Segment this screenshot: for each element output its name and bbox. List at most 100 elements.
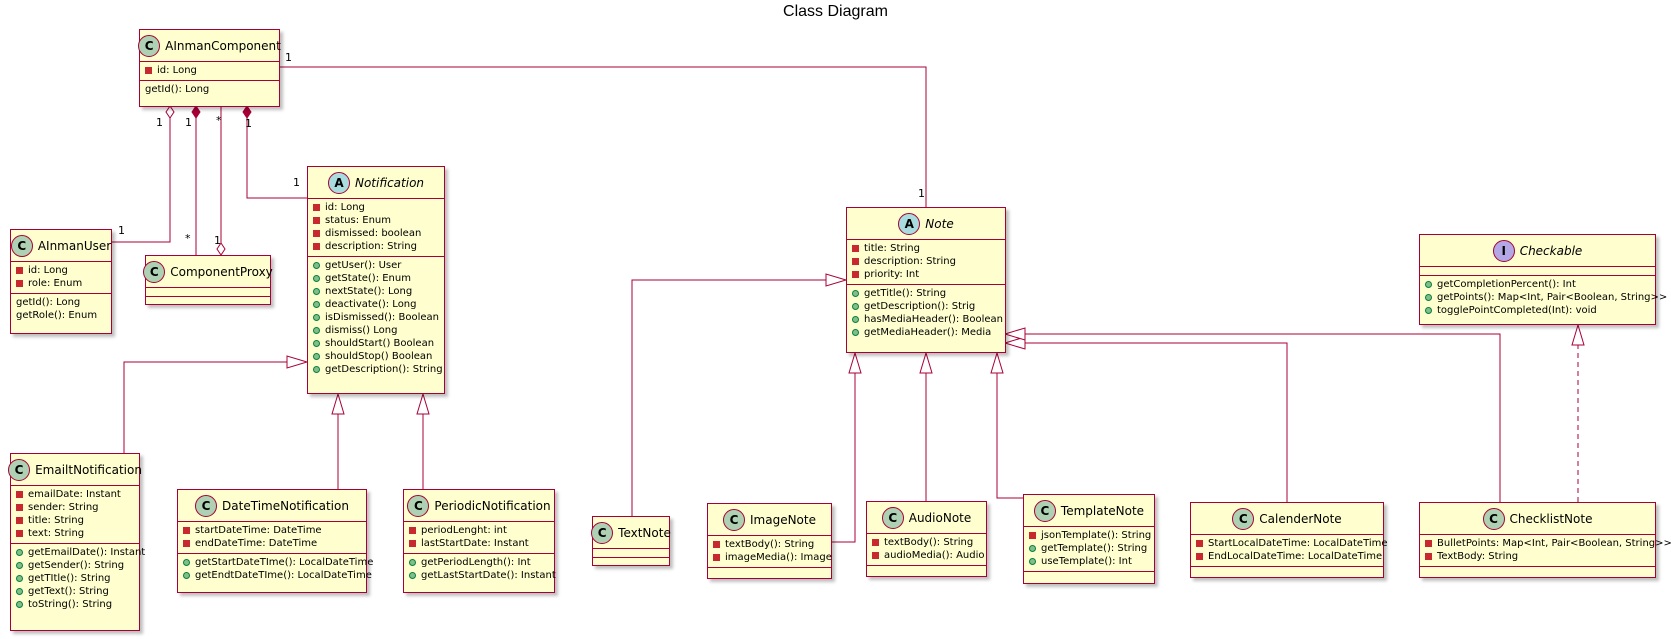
field-text: role: Enum xyxy=(28,278,83,289)
interface-checkable[interactable]: I Checkable getCompletionPercent(): Int … xyxy=(1419,234,1667,325)
method-text: getText(): String xyxy=(28,586,109,597)
field-text: priority: Int xyxy=(864,269,920,280)
class-note[interactable]: A Note title: String description: String… xyxy=(846,207,1006,353)
private-icon xyxy=(409,540,416,547)
empty-methods-section xyxy=(1191,567,1383,573)
private-icon xyxy=(16,267,23,274)
methods-section: getId(): Long xyxy=(140,81,279,99)
method-text: hasMediaHeader(): Boolean xyxy=(864,314,1003,325)
method-text: getEmailDate(): Instant xyxy=(28,547,146,558)
class-image-note[interactable]: C ImageNote textBody(): String imageMedi… xyxy=(707,503,832,579)
private-icon xyxy=(1029,532,1036,539)
method-row: shouldStart() Boolean xyxy=(313,337,439,350)
class-audio-note[interactable]: C AudioNote textBody(): String audioMedi… xyxy=(866,501,987,577)
field-text: id: Long xyxy=(157,65,197,76)
class-periodic-notification[interactable]: C PeriodicNotification periodLenght: int… xyxy=(403,489,556,593)
inherit-arrow-image xyxy=(848,351,862,374)
class-stereotype-icon: I xyxy=(1492,239,1515,262)
class-name: TemplateNote xyxy=(1060,503,1145,518)
class-template-note[interactable]: C TemplateNote jsonTemplate(): String ge… xyxy=(1023,494,1155,584)
private-icon xyxy=(16,280,23,287)
private-icon xyxy=(313,243,320,250)
private-icon xyxy=(1425,540,1432,547)
method-text: getDescription(): String xyxy=(325,364,443,375)
mult-comp-proxy2-a: * xyxy=(216,114,222,127)
field-row: role: Enum xyxy=(16,277,106,290)
private-icon xyxy=(409,527,416,534)
method-row: getUser(): User xyxy=(313,259,439,272)
class-header: C AInmanComponent xyxy=(138,30,281,62)
public-icon xyxy=(852,329,859,336)
public-icon xyxy=(852,316,859,323)
field-text: audioMedia(): Audio xyxy=(884,550,985,561)
class-header: C AInmanUser xyxy=(10,230,111,262)
method-row: getPeriodLength(): Int xyxy=(409,556,549,569)
private-icon xyxy=(16,517,23,524)
inherit-email-notification-line xyxy=(123,361,287,453)
field-text: useTemplate(): Int xyxy=(1041,556,1132,567)
class-component-proxy[interactable]: C ComponentProxy xyxy=(143,255,273,305)
composition-diamond-notification xyxy=(242,105,252,119)
methods-section: getUser(): User getState(): Enum nextSta… xyxy=(308,257,444,379)
class-email-notification[interactable]: C EmailtNotification emailDate: Instant … xyxy=(8,453,145,631)
methods-section: getId(): Long getRole(): Enum xyxy=(11,294,111,325)
composition-component-note-line xyxy=(280,66,927,207)
private-icon xyxy=(16,491,23,498)
fields-section: textBody(): String imageMedia(): Image xyxy=(708,536,832,568)
mult-comp-notif-a: 1 xyxy=(245,117,252,130)
class-ainman-component[interactable]: C AInmanComponent id: Long getId(): Long xyxy=(138,29,281,107)
class-name: ImageNote xyxy=(750,512,816,527)
private-icon xyxy=(713,541,720,548)
field-row: lastStartDate: Instant xyxy=(409,537,549,550)
method-row: getId(): Long xyxy=(145,83,274,96)
composition-component-notification-line xyxy=(246,118,307,199)
class-datetime-notification[interactable]: C DateTimeNotification startDateTime: Da… xyxy=(177,489,373,593)
class-ainman-user[interactable]: C AInmanUser id: Long role: Enum getId()… xyxy=(10,229,112,334)
field-row: getTemplate(): String xyxy=(1029,542,1149,555)
field-text: endDateTime: DateTime xyxy=(195,538,318,549)
inherit-text-note-line xyxy=(631,279,826,516)
private-icon xyxy=(183,527,190,534)
inherit-arrow-checklist xyxy=(1003,327,1026,341)
method-text: getDescription(): Strig xyxy=(864,301,976,312)
inherit-image-note-line xyxy=(832,373,856,543)
class-notification[interactable]: A Notification id: Long status: Enum dis… xyxy=(307,166,445,394)
methods-section: getCompletionPercent(): Int getPoints():… xyxy=(1420,276,1667,320)
method-row: getEndtDateTIme(): LocalDateTime xyxy=(183,569,372,582)
method-text: getRole(): Enum xyxy=(16,310,98,321)
class-header: C DateTimeNotification xyxy=(178,490,366,522)
field-row: textBody(): String xyxy=(872,536,981,549)
class-calender-note[interactable]: C CalenderNote StartLocalDateTime: Local… xyxy=(1190,502,1388,578)
fields-section: emailDate: Instant sender: String title:… xyxy=(11,486,139,544)
public-icon xyxy=(313,366,320,373)
public-icon xyxy=(16,601,23,608)
field-row: status: Enum xyxy=(313,214,439,227)
diagram-title: Class Diagram xyxy=(783,3,888,20)
class-header: C ComponentProxy xyxy=(143,256,273,288)
public-icon xyxy=(183,559,190,566)
field-row: EndLocalDateTime: LocalDateTime xyxy=(1196,550,1382,563)
class-header: C CalenderNote xyxy=(1191,503,1383,535)
method-row: getCompletionPercent(): Int xyxy=(1425,278,1650,291)
private-icon xyxy=(713,554,720,561)
method-row: nextState(): Long xyxy=(313,285,439,298)
aggregation-component-user-line xyxy=(112,118,171,243)
field-row: sender: String xyxy=(16,501,134,514)
field-text: textBody(): String xyxy=(884,537,974,548)
field-text: startDateTime: DateTime xyxy=(195,525,322,536)
public-icon xyxy=(183,572,190,579)
inherit-arrow-calender xyxy=(1003,336,1026,350)
fields-section: jsonTemplate(): String getTemplate(): St… xyxy=(1024,527,1154,572)
class-stereotype-icon: A xyxy=(898,212,921,235)
class-text-note[interactable]: C TextNote xyxy=(591,516,671,566)
inherit-arrow-datetime xyxy=(331,392,345,415)
field-row: BulletPoints: Map<Int, Pair<Boolean, Str… xyxy=(1425,537,1671,550)
method-text: toString(): String xyxy=(28,599,113,610)
method-text: getLastStartDate(): Instant xyxy=(421,570,556,581)
field-text: dismissed: boolean xyxy=(325,228,422,239)
field-text: emailDate: Instant xyxy=(28,489,121,500)
method-text: deactivate(): Long xyxy=(325,299,417,310)
class-checklist-note[interactable]: C ChecklistNote BulletPoints: Map<Int, P… xyxy=(1419,502,1671,578)
